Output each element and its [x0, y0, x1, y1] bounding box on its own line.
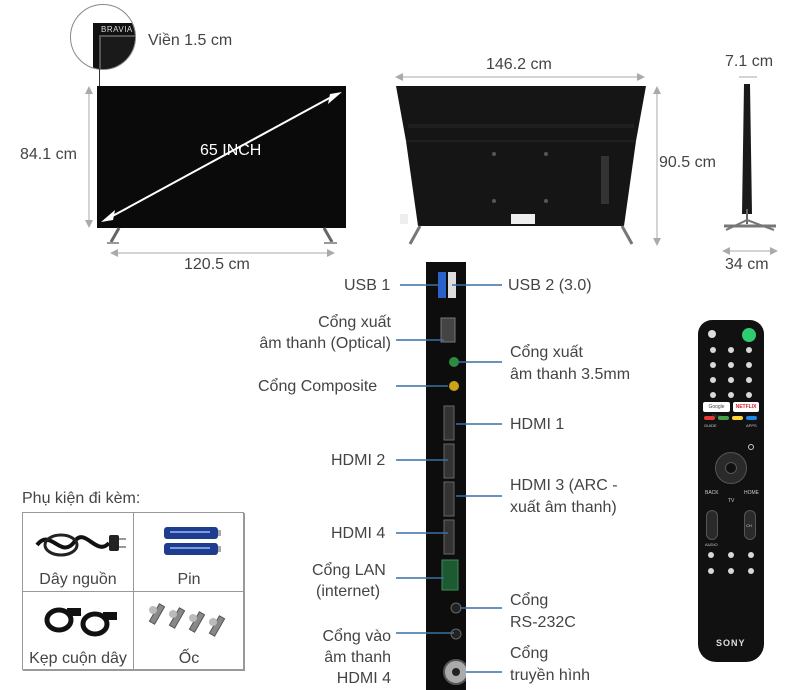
side-depth-dimension: [739, 76, 757, 78]
remote-channel-rocker: [744, 510, 756, 540]
remote-key: [746, 362, 752, 368]
port-usb2-label: USB 2 (3.0): [508, 277, 592, 294]
remote-key: [728, 392, 734, 398]
accessory-screws: Ốc: [134, 592, 245, 671]
port-antenna-label-1: Cổng: [510, 645, 549, 662]
port-antenna-label-2: truyền hình: [510, 667, 591, 684]
port-rs232-label-2: RS-232C: [510, 614, 576, 631]
port-lan-label-1: Cổng LAN: [312, 562, 386, 579]
remote-settings-icon: [748, 444, 754, 450]
remote-dpad-center: [725, 462, 737, 474]
remote-key: [748, 552, 754, 558]
port-hdmi3-label-2: xuất âm thanh): [510, 499, 617, 516]
port-audio35-label-1: Cổng xuất: [510, 344, 583, 361]
port-hdmi-audio-label-2: âm thanh: [324, 649, 391, 666]
remote-netflix-button: NETFLIX: [733, 402, 759, 412]
accessory-power-cord: Dây nguồn: [23, 513, 134, 592]
battery-brand: SONY: [184, 551, 202, 557]
battery-icon: [164, 527, 221, 555]
port-rs232-label-1: Cổng: [510, 592, 549, 609]
back-width-label: 146.2 cm: [486, 56, 552, 73]
remote-mic-button: [708, 330, 716, 338]
screw-icon: [148, 603, 226, 637]
side-stand-dimension: [722, 247, 778, 255]
port-hdmi1-label: HDMI 1: [510, 416, 565, 433]
accessories-title: Phụ kiện đi kèm:: [22, 490, 141, 507]
remote-key: [748, 568, 754, 574]
remote-key: [728, 362, 734, 368]
screen-size-label: 65 INCH: [200, 142, 262, 159]
remote-key: [746, 377, 752, 383]
accessory-screws-label: Ốc: [178, 650, 200, 667]
back-dimension-width: [395, 73, 645, 81]
remote-control: Google Play NETFLIX GUIDE APPS BACK TV H…: [698, 320, 764, 662]
remote-sony-logo: SONY: [716, 638, 746, 648]
tv-side-profile: [724, 84, 776, 231]
remote-key: [708, 552, 714, 558]
remote-key: [728, 552, 734, 558]
remote-google-play-button: Google Play: [703, 402, 730, 420]
accessory-cable-clips-label: Kẹp cuộn dây: [29, 650, 127, 667]
front-height-dimension: [85, 86, 93, 228]
remote-key: [710, 377, 716, 383]
bezel-leader: [99, 68, 100, 88]
remote-red-key: [704, 416, 715, 420]
accessory-battery: SONY Pin: [134, 513, 245, 592]
port-strip-details: [438, 272, 466, 685]
port-hdmi-audio-label-3: HDMI 4: [336, 670, 391, 687]
front-width-dimension: [110, 249, 335, 257]
accessory-cable-clips: Kẹp cuộn dây: [23, 592, 134, 671]
port-optical-label-2: âm thanh (Optical): [259, 335, 391, 352]
remote-key: [728, 347, 734, 353]
port-optical-label-1: Cổng xuất: [318, 314, 391, 331]
back-height-dimension: [653, 86, 661, 246]
accessory-battery-label: Pin: [177, 571, 201, 588]
port-composite-label: Cổng Composite: [258, 378, 378, 395]
cable-clip-icon: [44, 607, 117, 637]
remote-green-key: [718, 416, 729, 420]
remote-ch-label: CH: [746, 523, 752, 528]
remote-key: [728, 568, 734, 574]
remote-home-label: HOME: [744, 490, 759, 496]
front-stand: [107, 227, 337, 244]
remote-key: [710, 392, 716, 398]
port-usb1-label: USB 1: [344, 277, 391, 294]
remote-tv-label: TV: [728, 498, 735, 504]
remote-key: [746, 347, 752, 353]
accessory-power-cord-label: Dây nguồn: [39, 571, 117, 588]
bezel-inset: BRAVIA: [70, 4, 136, 70]
accessories-table: Dây nguồn SONY Pin Kẹp cuộn dây: [22, 512, 245, 671]
remote-audio-label: AUDIO: [705, 542, 718, 547]
remote-yellow-key: [732, 416, 743, 420]
remote-key: [746, 392, 752, 398]
remote-key: [728, 377, 734, 383]
tv-back-panel: [396, 86, 646, 245]
power-cord-icon: [35, 533, 126, 557]
port-hdmi2-label: HDMI 2: [331, 452, 386, 469]
port-audio35-label-2: âm thanh 3.5mm: [510, 366, 631, 383]
front-height-label: 84.1 cm: [20, 146, 77, 163]
side-stand-label: 34 cm: [725, 256, 769, 273]
front-width-label: 120.5 cm: [184, 256, 250, 273]
front-diagonal-arrow: [101, 92, 342, 222]
remote-key: [710, 347, 716, 353]
bezel-label: Viền 1.5 cm: [148, 32, 233, 49]
port-hdmi-audio-label-1: Cổng vào: [322, 628, 392, 645]
port-lan-label-2: (internet): [316, 583, 381, 600]
remote-key: [708, 568, 714, 574]
back-height-label: 90.5 cm: [659, 154, 716, 171]
remote-blue-key: [746, 416, 757, 420]
side-depth-label: 7.1 cm: [725, 53, 774, 70]
remote-guide-label: GUIDE: [704, 423, 717, 428]
remote-back-label: BACK: [705, 490, 719, 496]
remote-key: [710, 362, 716, 368]
port-hdmi3-label-1: HDMI 3 (ARC -: [510, 477, 618, 494]
remote-volume-rocker: [706, 510, 718, 540]
port-leader-lines: [396, 284, 502, 673]
bravia-logo: BRAVIA: [101, 25, 133, 34]
port-hdmi4-label: HDMI 4: [331, 525, 386, 542]
remote-power-button: [742, 328, 756, 342]
remote-apps-label: APPS: [746, 423, 757, 428]
